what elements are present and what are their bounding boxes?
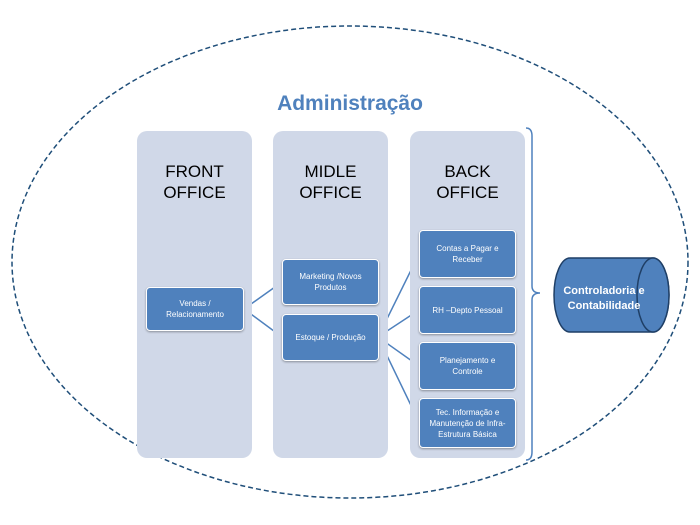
box-planejamento: Planejamento e Controle (419, 342, 516, 390)
box-contas: Contas a Pagar e Receber (419, 230, 516, 278)
box-estoque: Estoque / Produção (282, 314, 379, 361)
column-middle-office-title: MIDLE OFFICE (299, 162, 362, 202)
column-front-office-title: FRONT OFFICE (163, 162, 226, 202)
box-marketing: Marketing /Novos Produtos (282, 259, 379, 305)
administration-ellipse (11, 25, 689, 499)
box-rh: RH –Depto Pessoal (419, 286, 516, 334)
cylinder-label: Controladoria e Contabilidade (563, 285, 645, 312)
box-vendas: Vendas / Relacionamento (146, 287, 244, 331)
controladoria-cylinder (553, 257, 670, 333)
right-brace (525, 127, 541, 461)
column-back-office-title: BACK OFFICE (436, 162, 499, 202)
diagram-title: Administração (277, 92, 423, 115)
box-tec-informacao: Tec. Informação e Manutenção de Infra-Es… (419, 398, 516, 448)
